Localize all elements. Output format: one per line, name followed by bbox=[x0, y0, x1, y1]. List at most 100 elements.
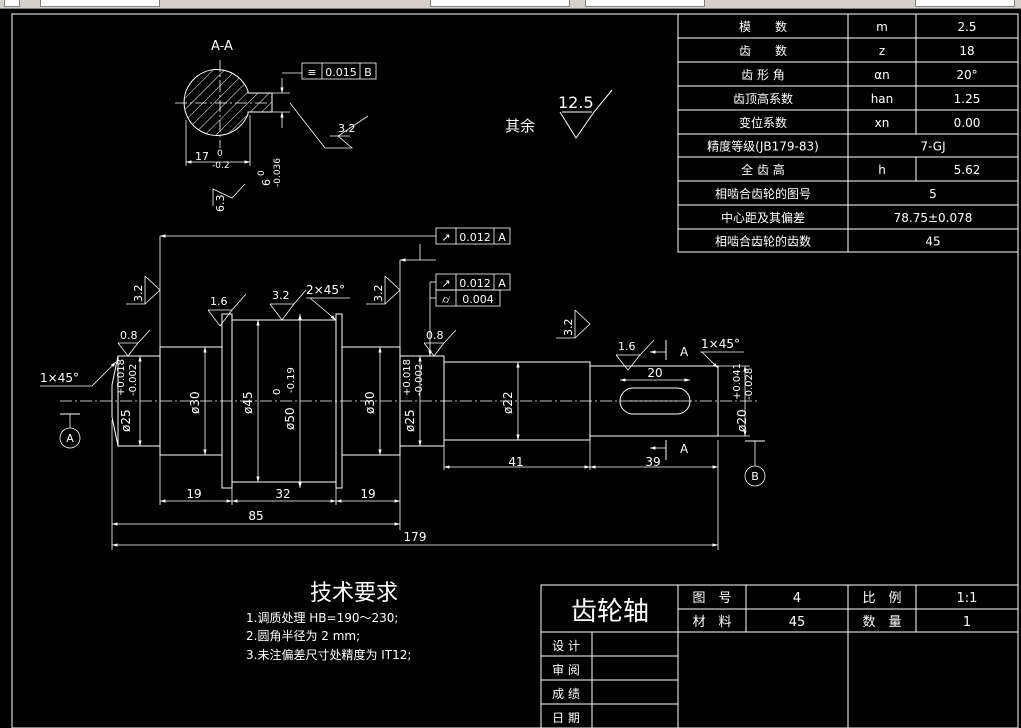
lineweight-dropdown[interactable] bbox=[915, 0, 1015, 7]
drawing-annotation: 3.2 bbox=[272, 289, 290, 302]
drawing-annotation: ø50 bbox=[283, 407, 297, 430]
title-block: 齿轮轴 图 号 4 比 例 1:1 材 料 45 数 量 1 设 计 审 阅 成… bbox=[540, 584, 1019, 728]
layer-dropdown[interactable] bbox=[40, 0, 160, 7]
tech-req-title: 技术要求 bbox=[310, 581, 398, 606]
drawing-annotation: 3.2 bbox=[338, 122, 356, 135]
gear-param-symbol: αn bbox=[874, 68, 890, 82]
svg-text:⌭: ⌭ bbox=[442, 293, 450, 306]
drawing-annotation: 32 bbox=[275, 487, 290, 501]
drawing-annotation: 0.8 bbox=[426, 329, 444, 342]
gear-param-value: 2.5 bbox=[957, 20, 976, 34]
gear-param-value: 45 bbox=[925, 235, 940, 249]
drawing-annotation: 179 bbox=[404, 530, 427, 544]
gear-param-value: 78.75±0.078 bbox=[894, 211, 973, 225]
drawing-annotation: 3.2 bbox=[562, 319, 575, 337]
drawing-annotation: +0.041 bbox=[732, 363, 743, 400]
drawing-annotation: 41 bbox=[508, 455, 523, 469]
drawing-annotation: 日 期 bbox=[552, 711, 580, 725]
gear-param-name: 齿 数 bbox=[739, 43, 787, 58]
tech-req-item: 1.调质处理 HB=190～230; bbox=[246, 611, 398, 625]
drawing-annotation: 0.8 bbox=[120, 329, 138, 342]
gear-param-name: 相啮合齿轮的图号 bbox=[715, 186, 811, 201]
gear-param-symbol: xn bbox=[875, 116, 890, 130]
gear-param-value: 0.00 bbox=[954, 116, 981, 130]
svg-text:↗: ↗ bbox=[441, 231, 450, 244]
drawing-annotation: 材 料 bbox=[692, 615, 731, 630]
gear-param-name: 齿 形 角 bbox=[741, 68, 785, 82]
drawing-annotation: 19 bbox=[360, 487, 375, 501]
drawing-annotation: 1.6 bbox=[210, 295, 228, 308]
gear-param-name: 齿顶高系数 bbox=[733, 91, 793, 106]
cad-toolbar bbox=[0, 0, 1021, 9]
drawing-annotation: -0.036 bbox=[273, 158, 283, 187]
drawing-annotation: 2×45° bbox=[306, 283, 345, 297]
linetype-dropdown[interactable] bbox=[585, 0, 705, 7]
drawing-annotation: B bbox=[751, 470, 759, 483]
drawing-annotation: -0.19 bbox=[286, 367, 297, 393]
drawing-annotation: 其余 bbox=[505, 117, 535, 135]
gear-param-value: 5.62 bbox=[954, 163, 981, 177]
drawing-annotation: 6.3 bbox=[214, 195, 227, 213]
svg-text:↗: ↗ bbox=[441, 277, 450, 290]
drawing-annotation: A bbox=[498, 231, 506, 244]
drawing-annotation: 1×45° bbox=[40, 371, 79, 385]
drawing-annotation: ø30 bbox=[363, 391, 377, 414]
svg-text:≡: ≡ bbox=[307, 66, 316, 79]
drawing-annotation: ø30 bbox=[188, 391, 202, 414]
tech-req-item: 3.未注偏差尺寸处精度为 IT12; bbox=[246, 647, 411, 662]
technical-requirements: 技术要求 1.调质处理 HB=190～230; 2.圆角半径为 2 mm; 3.… bbox=[246, 581, 411, 662]
gear-param-value: 18 bbox=[959, 44, 974, 58]
drawing-annotation: 设 计 bbox=[552, 639, 580, 653]
drawing-annotation: -0.002 bbox=[414, 364, 425, 396]
gear-param-symbol: han bbox=[871, 92, 894, 106]
drawing-annotation: 39 bbox=[645, 455, 660, 469]
drawing-annotation: 0 bbox=[217, 149, 223, 159]
drawing-annotation: 12.5 bbox=[558, 93, 594, 112]
drawing-annotation: 成 绩 bbox=[552, 687, 580, 701]
drawing-annotation: -0.2 bbox=[212, 161, 230, 171]
drawing-annotation: +0.018 bbox=[116, 359, 127, 396]
gear-param-value: 1.25 bbox=[954, 92, 981, 106]
tech-req-item: 2.圆角半径为 2 mm; bbox=[246, 629, 360, 643]
gear-param-name: 相啮合齿轮的齿数 bbox=[715, 234, 811, 249]
section-label: A-A bbox=[211, 39, 233, 54]
gear-param-name: 全 齿 高 bbox=[741, 162, 785, 177]
drawing-annotation: ø45 bbox=[241, 391, 255, 414]
drawing-annotation: 0.015 bbox=[325, 66, 357, 79]
drawing-annotation: 0.004 bbox=[462, 293, 494, 306]
drawing-annotation: ø20 bbox=[735, 409, 749, 432]
drawing-annotation: A bbox=[66, 432, 74, 445]
drawing-annotation: 0.012 bbox=[459, 277, 491, 290]
drawing-annotation: A bbox=[680, 442, 689, 456]
gear-param-value: 7-GJ bbox=[920, 140, 945, 154]
drawing-annotation: 19 bbox=[186, 487, 201, 501]
drawing-annotation: ø22 bbox=[501, 391, 515, 414]
drawing-annotation: +0.018 bbox=[402, 359, 413, 396]
drawing-annotation: 3.2 bbox=[132, 285, 145, 303]
drawing-annotation: 17 bbox=[195, 150, 209, 163]
gear-param-value: 20° bbox=[956, 68, 977, 82]
drawing-annotation: 1×45° bbox=[701, 337, 740, 351]
gear-param-name: 模 数 bbox=[739, 19, 787, 34]
toolbar-button[interactable] bbox=[4, 0, 20, 7]
drawing-annotation: 1.6 bbox=[618, 340, 636, 353]
remaining-roughness: 其余 12.5 bbox=[505, 89, 613, 139]
drawing-border bbox=[11, 13, 1019, 728]
drawing-annotation: A bbox=[680, 345, 689, 359]
gear-param-symbol: z bbox=[879, 44, 885, 58]
drawing-annotation: -0.028 bbox=[744, 368, 755, 400]
part-name: 齿轮轴 bbox=[571, 597, 649, 627]
drawing-annotation: 图 号 bbox=[692, 591, 731, 606]
drawing-annotation: 1 bbox=[963, 615, 971, 630]
drawing-annotation: 数 量 bbox=[862, 615, 901, 630]
drawing-annotation: 1:1 bbox=[957, 591, 978, 606]
drawing-annotation: 45 bbox=[789, 615, 806, 630]
drawing-annotation: 0 bbox=[257, 170, 267, 176]
drawing-annotation: 20 bbox=[647, 366, 662, 380]
color-dropdown[interactable] bbox=[430, 0, 570, 7]
section-view-a-a: A-A 17 0 -0.2 6 0 -0.036 ≡ 0.015 B 3.2 6… bbox=[175, 39, 377, 213]
drawing-annotation: B bbox=[364, 66, 372, 79]
drawing-annotation: 审 阅 bbox=[552, 662, 580, 677]
